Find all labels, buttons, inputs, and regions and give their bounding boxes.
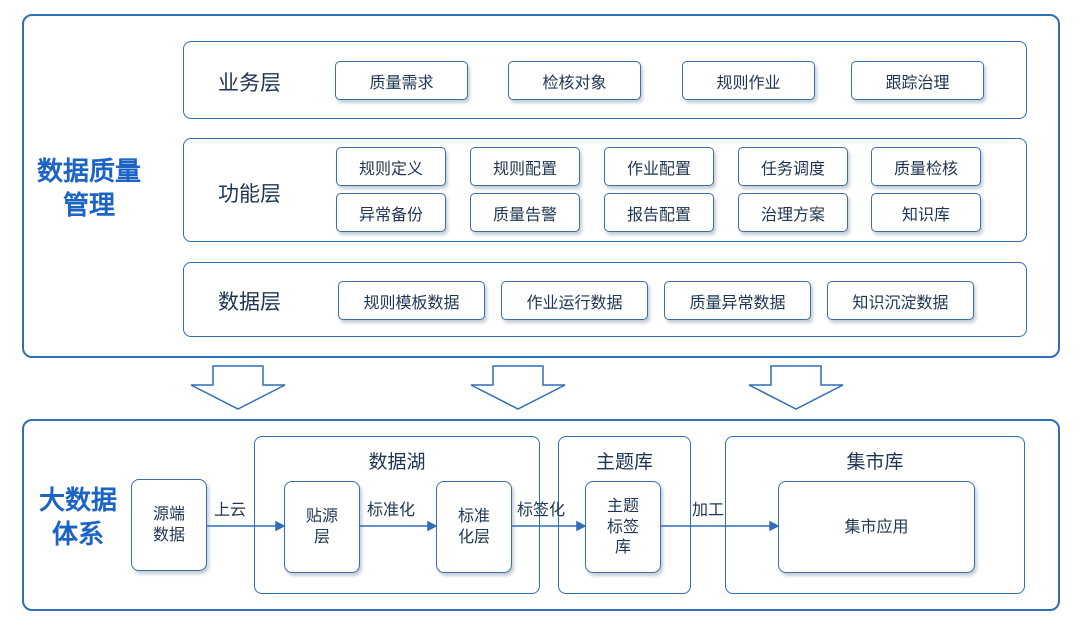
source-data-node: 源端 数据 <box>131 479 207 571</box>
business-item-check-object: 检核对象 <box>508 61 641 100</box>
function-item-rule-definition: 规则定义 <box>336 147 446 186</box>
function-item-quality-alert: 质量告警 <box>470 193 580 232</box>
quality-management-title: 数据质量 管理 <box>36 157 141 221</box>
function-item-job-config: 作业配置 <box>604 147 714 186</box>
data-item-quality-exception: 质量异常数据 <box>664 281 811 320</box>
function-item-exception-backup: 异常备份 <box>336 193 446 232</box>
edge-label-process: 加工 <box>692 500 725 519</box>
down-arrow-icon <box>190 365 286 410</box>
big-data-title: 大数据 体系 <box>38 486 117 550</box>
edge-label-upload: 上云 <box>214 500 247 519</box>
down-arrow-icons <box>190 365 844 410</box>
market-library-title: 集市库 <box>846 451 904 473</box>
business-layer-title: 业务层 <box>218 71 281 95</box>
standardized-layer-node: 标准 化层 <box>436 481 512 573</box>
theme-tag-library-node: 主题 标签 库 <box>585 481 661 573</box>
data-layer-title: 数据层 <box>218 290 281 314</box>
paste-source-layer-node: 贴源 层 <box>284 481 360 573</box>
data-item-job-runtime: 作业运行数据 <box>501 281 648 320</box>
data-lake-title: 数据湖 <box>368 451 426 473</box>
function-item-task-scheduling: 任务调度 <box>738 147 848 186</box>
business-item-quality-demand: 质量需求 <box>335 61 468 100</box>
function-item-quality-check: 质量检核 <box>871 147 981 186</box>
function-item-report-config: 报告配置 <box>604 193 714 232</box>
down-arrow-icon <box>470 365 566 410</box>
function-layer-title: 功能层 <box>218 182 281 206</box>
down-arrow-icon <box>748 365 844 410</box>
business-item-tracking-governance: 跟踪治理 <box>851 61 984 100</box>
market-application-node: 集市应用 <box>778 481 975 573</box>
data-item-rule-template: 规则模板数据 <box>338 281 485 320</box>
business-item-rule-job: 规则作业 <box>682 61 815 100</box>
function-item-governance-plan: 治理方案 <box>738 193 848 232</box>
function-item-knowledge-base: 知识库 <box>871 193 981 232</box>
edge-label-tagging: 标签化 <box>517 500 566 519</box>
theme-library-title: 主题库 <box>595 451 653 473</box>
edge-label-standardize: 标准化 <box>367 500 416 519</box>
flow-arrow-icons <box>207 520 780 532</box>
function-item-rule-config: 规则配置 <box>470 147 580 186</box>
data-item-knowledge-precipitation: 知识沉淀数据 <box>827 281 974 320</box>
